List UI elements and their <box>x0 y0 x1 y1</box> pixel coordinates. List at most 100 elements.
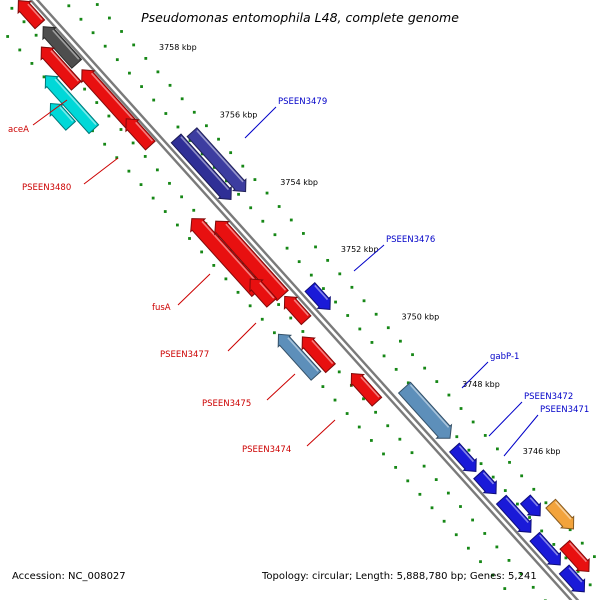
minor-tick-dot <box>483 532 487 535</box>
minor-tick-dot <box>386 326 390 330</box>
minor-tick-dot <box>297 260 301 264</box>
gene-label[interactable]: gabP-1 <box>490 352 519 362</box>
gene-arrow-fusA[interactable] <box>214 220 289 302</box>
gene-arrow-highlight <box>59 106 74 122</box>
minor-tick-dot <box>285 246 289 250</box>
minor-tick-dot <box>467 448 471 452</box>
gene-arrow-highlight <box>554 501 572 520</box>
minor-tick-dot <box>479 560 482 564</box>
minor-tick-dot <box>435 380 439 383</box>
gene-label[interactable]: aceA <box>8 125 29 135</box>
gene-arrow-PSEEN3471[interactable] <box>473 469 497 495</box>
minor-tick-dot <box>217 137 220 141</box>
minor-tick-dot <box>358 327 362 331</box>
gene-arrow[interactable] <box>81 69 140 133</box>
gene-arrow[interactable] <box>49 102 77 131</box>
minor-tick-dot <box>42 75 46 79</box>
minor-tick-dot <box>156 70 160 74</box>
minor-tick-dot <box>374 410 378 414</box>
gene-arrow[interactable] <box>42 26 83 69</box>
gene-arrow-aceA[interactable] <box>44 75 100 135</box>
minor-tick-dot <box>151 196 155 200</box>
minor-tick-dot <box>394 367 398 371</box>
minor-tick-dot <box>455 435 459 439</box>
gene-arrow[interactable] <box>559 539 590 573</box>
minor-tick-dot <box>131 141 135 145</box>
gene-label[interactable]: PSEEN3480 <box>22 183 71 193</box>
minor-tick-dot <box>382 354 386 358</box>
minor-tick-dot <box>103 142 107 146</box>
minor-tick-dot <box>272 331 276 335</box>
gene-label[interactable]: PSEEN3476 <box>386 235 435 245</box>
gene-label-leader <box>461 361 489 389</box>
gene-arrow[interactable] <box>40 46 82 91</box>
minor-tick-dot <box>127 169 131 173</box>
minor-tick-dot <box>188 139 192 142</box>
gene-arrow[interactable] <box>283 295 312 326</box>
gene-arrow-highlight <box>293 299 309 317</box>
minor-tick-dot <box>471 420 475 424</box>
minor-tick-dot <box>507 558 511 562</box>
minor-tick-dot <box>192 110 196 114</box>
minor-tick-dot <box>277 205 281 208</box>
gene-label-leader <box>32 99 68 126</box>
page-title: Pseudomonas entomophila L48, complete ge… <box>141 10 459 25</box>
gene-arrow[interactable] <box>519 494 541 517</box>
minor-tick-dot <box>394 465 398 469</box>
gene-label-leader <box>244 106 277 139</box>
minor-tick-dot <box>410 451 414 455</box>
minor-tick-dot <box>459 407 463 410</box>
gene-label[interactable]: PSEEN3474 <box>242 445 291 455</box>
gene-arrow[interactable] <box>545 498 575 530</box>
gene-arrow-highlight <box>135 121 154 142</box>
gene-label[interactable]: PSEEN3479 <box>278 97 327 107</box>
minor-tick-dot <box>132 43 136 47</box>
minor-tick-dot <box>508 460 511 464</box>
gene-arrow-highlight <box>568 567 583 583</box>
minor-tick-dot <box>593 555 596 559</box>
minor-tick-dot <box>289 218 293 222</box>
gene-arrow-gabP-1[interactable] <box>397 381 453 439</box>
minor-tick-dot <box>334 300 337 304</box>
gene-arrow-highlight <box>314 284 329 301</box>
minor-tick-dot <box>237 192 240 196</box>
minor-tick-dot <box>459 505 462 508</box>
minor-tick-dot <box>212 264 216 267</box>
gene-arrow-PSEEN3476[interactable] <box>304 281 331 310</box>
gene-arrow-highlight <box>225 223 287 291</box>
minor-tick-dot <box>192 208 196 212</box>
minor-tick-dot <box>491 475 495 479</box>
minor-tick-dot <box>519 572 523 576</box>
minor-tick-dot <box>95 101 99 104</box>
minor-tick-dot <box>260 317 264 321</box>
gene-label[interactable]: PSEEN3477 <box>160 350 209 360</box>
gene-arrow-PSEEN3480[interactable] <box>125 118 156 151</box>
gene-arrow[interactable] <box>529 531 562 566</box>
gene-arrow[interactable] <box>277 333 322 381</box>
minor-tick-dot <box>326 258 330 262</box>
gene-arrow-highlight <box>482 472 495 485</box>
gene-label[interactable]: PSEEN3475 <box>202 399 251 409</box>
gene-arrow[interactable] <box>190 218 264 298</box>
gene-label[interactable]: PSEEN3471 <box>540 405 589 415</box>
gene-arrow[interactable] <box>186 127 247 193</box>
gene-label[interactable]: PSEEN3472 <box>524 392 573 402</box>
gene-arrow[interactable] <box>558 564 586 593</box>
gene-arrow-PSEEN3479[interactable] <box>170 133 232 200</box>
gene-arrow-highlight <box>259 281 275 299</box>
tick-label: 3746 kbp <box>523 447 561 456</box>
minor-tick-dot <box>139 183 143 187</box>
gene-arrow-PSEEN3475[interactable] <box>301 336 337 374</box>
gene-arrow-PSEEN3474[interactable] <box>350 372 383 407</box>
gene-arrow[interactable] <box>17 0 46 30</box>
gene-label[interactable]: fusA <box>152 303 171 313</box>
gene-arrow-PSEEN3477[interactable] <box>249 278 278 308</box>
gene-arrow-PSEEN3472[interactable] <box>448 442 477 472</box>
minor-tick-dot <box>369 439 373 442</box>
gene-arrow[interactable] <box>495 494 532 533</box>
minor-tick-dot <box>301 330 305 333</box>
gene-arrow-highlight <box>27 3 43 21</box>
minor-tick-dot <box>580 541 584 545</box>
